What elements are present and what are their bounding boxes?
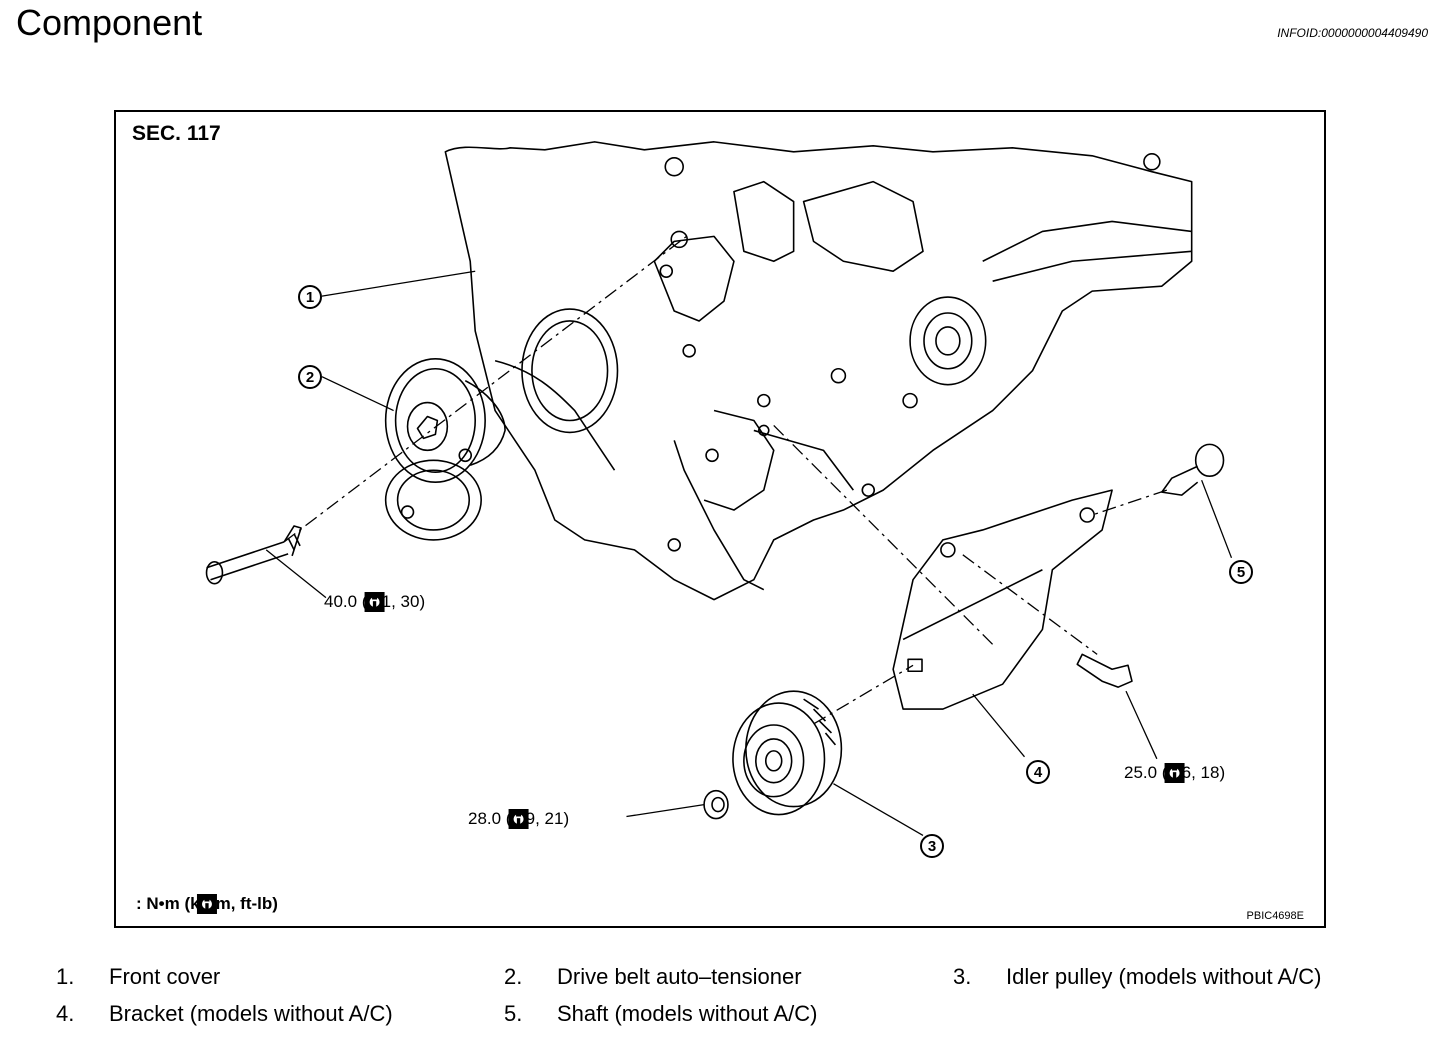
units-legend: : N•m (kg-m, ft-lb) — [136, 894, 278, 914]
torque-wrench-icon — [196, 894, 217, 914]
front-cover-drawing — [444, 141, 1193, 601]
pulley-nut-drawing — [703, 789, 729, 820]
auto-tensioner-drawing — [384, 357, 506, 541]
center-lines — [283, 233, 1168, 725]
figure-code: PBIC4698E — [1246, 910, 1304, 922]
bracket-drawing — [892, 489, 1113, 710]
torque-spec-bracket-bolt: 25.0 (2.6, 18) — [1124, 763, 1225, 783]
callout-3: 3 — [920, 834, 944, 858]
idler-pulley-drawing — [732, 690, 843, 816]
torque-spec-tensioner-bolt: 40.0 (4.1, 30) — [324, 592, 425, 612]
callout-5: 5 — [1229, 560, 1253, 584]
part-name: Shaft (models without A/C) — [557, 1001, 818, 1026]
torque-spec-pulley-nut: 28.0 (2.9, 21) — [468, 809, 569, 829]
part-number: 2. — [504, 964, 523, 989]
torque-wrench-icon — [1164, 763, 1185, 783]
shaft-drawing — [1161, 443, 1225, 496]
info-id: INFOID:0000000004409490 — [1277, 26, 1428, 40]
callout-4: 4 — [1026, 760, 1050, 784]
section-label: SEC. 117 — [132, 122, 221, 145]
part-name: Front cover — [109, 964, 221, 989]
part-number: 4. — [56, 1001, 75, 1026]
part-number: 3. — [953, 964, 972, 989]
part-name: Drive belt auto–tensioner — [557, 964, 802, 989]
part-name: Bracket (models without A/C) — [109, 1001, 393, 1026]
callout-2: 2 — [298, 365, 322, 389]
callout-1: 1 — [298, 285, 322, 309]
page-title: Component — [16, 2, 203, 43]
leader-lines — [265, 270, 1233, 837]
component-diagram: SEC. 117 1 2 3 4 5 40.0 (4.1, 30) 25.0 (… — [114, 110, 1326, 928]
part-number: 5. — [504, 1001, 523, 1026]
part-name: Idler pulley (models without A/C) — [1006, 964, 1322, 989]
tensioner-bolt-drawing — [205, 525, 302, 585]
part-number: 1. — [56, 964, 75, 989]
engine-drawing — [205, 141, 1233, 837]
torque-wrench-icon — [364, 592, 385, 612]
torque-wrench-icon — [508, 809, 529, 829]
bracket-bolt-drawing — [1076, 653, 1133, 688]
